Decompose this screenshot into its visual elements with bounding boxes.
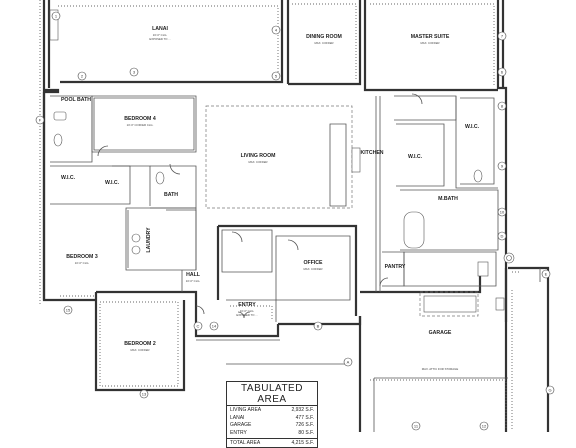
door-tag: 4: [275, 28, 278, 33]
door-tag: 8: [501, 104, 504, 109]
dotted-outlines: [39, 0, 520, 430]
dimension-marks: [196, 268, 541, 365]
fixtures: [49, 9, 515, 313]
door-tag: A: [347, 360, 350, 365]
label-office-dims: MAX. COFFER: [303, 267, 322, 271]
tabulated-area-table: TABULATED AREA LIVING AREA 2,932 S.F. LA…: [226, 381, 318, 448]
door-tag: 14: [212, 324, 217, 329]
door-tag: 1: [55, 14, 58, 19]
door-tag: 13: [142, 392, 147, 397]
label-kitchen: KITCHEN: [360, 150, 383, 156]
exterior-walls: [42, 0, 550, 432]
area-row-label: LANAI: [230, 414, 245, 421]
door-tag: 15: [66, 308, 71, 313]
label-hall-dims: 10'-0" CLG.: [186, 279, 201, 283]
label-m-bath: M.BATH: [438, 196, 458, 202]
door-tag: E: [545, 272, 548, 277]
label-entry: ENTRY: [238, 302, 256, 308]
area-row-value: 477 S.F.: [295, 414, 314, 421]
label-bath: BATH: [164, 192, 178, 198]
door-tag: 9: [501, 164, 504, 169]
area-total-row: TOTAL AREA 4,215 S.F.: [227, 438, 317, 447]
area-row: LIVING AREA 2,932 S.F.: [227, 406, 317, 414]
label-bedroom4-dims: 10'-0" COFFER CLG.: [127, 123, 154, 127]
room-labels: LANAI 16'-0" CLG. EXPOSED TO ... DINING …: [61, 26, 480, 371]
label-wic-master-1: W.I.C.: [408, 154, 423, 160]
label-entry-dims: 10'-0" CLG.: [240, 309, 255, 313]
area-total-label: TOTAL AREA: [230, 440, 261, 446]
area-row-label: ENTRY: [230, 429, 247, 436]
label-living-dims: MAX. COFFER: [248, 160, 267, 164]
door-tag: 12: [482, 424, 487, 429]
label-lanai-note: EXPOSED TO ...: [149, 37, 170, 41]
door-tag: 5: [275, 74, 278, 79]
label-office: OFFICE: [303, 260, 323, 266]
label-entry-note: EXPOSED TO ...: [236, 313, 257, 317]
door-tag: 7: [501, 34, 504, 39]
label-master-dims: MAX. COFFER: [420, 41, 439, 45]
door-swings: [97, 93, 423, 319]
label-pool-bath: POOL BATH: [61, 97, 91, 103]
tabulated-area-title: TABULATED AREA: [227, 382, 317, 406]
area-total-value: 4,215 S.F.: [291, 440, 314, 446]
door-tag: 11: [414, 424, 419, 429]
label-bedroom2-dims: MAX. COFFER: [130, 348, 149, 352]
door-tag: 6: [501, 70, 504, 75]
label-garage: GARAGE: [429, 330, 452, 336]
label-wic-bedroom3: W.I.C.: [61, 175, 76, 181]
area-row: GARAGE 726 S.F.: [227, 421, 317, 429]
label-garage-dims: MAX. ATTIC FOR STORAGE: [422, 367, 459, 371]
label-laundry: LAUNDRY: [146, 227, 152, 253]
door-tag: F: [39, 118, 42, 123]
label-lanai-dims: 16'-0" CLG.: [153, 33, 168, 37]
door-tag: D: [501, 234, 504, 239]
label-bedroom-4: BEDROOM 4: [124, 116, 156, 122]
door-tag: G: [548, 388, 551, 393]
door-tags: 4 2 3 5 6 7 8 9 10 D E F 1 15 13 C 14 B …: [35, 11, 555, 431]
label-bedroom3-dims: 10'-0" CLG.: [75, 261, 90, 265]
label-living-room: LIVING ROOM: [241, 153, 276, 159]
door-tag: C: [197, 324, 200, 329]
door-tag: 10: [500, 210, 505, 215]
area-row-label: LIVING AREA: [230, 407, 262, 413]
area-row-label: GARAGE: [230, 422, 252, 428]
label-pantry: PANTRY: [385, 264, 406, 270]
door-tag: 2: [81, 74, 84, 79]
area-row: ENTRY 80 S.F.: [227, 429, 317, 437]
label-dining-dims: MAX. COFFER: [314, 41, 333, 45]
area-row-value: 726 S.F.: [295, 422, 314, 428]
label-bedroom-2: BEDROOM 2: [124, 341, 156, 347]
label-wic-master-2: W.I.C.: [465, 124, 480, 130]
floor-plan: LANAI 16'-0" CLG. EXPOSED TO ... DINING …: [35, 0, 555, 432]
label-lanai: LANAI: [152, 26, 168, 32]
area-row-value: 80 S.F.: [298, 429, 314, 436]
label-bedroom-3: BEDROOM 3: [66, 254, 98, 260]
area-row: LANAI 477 S.F.: [227, 414, 317, 422]
area-row-value: 2,932 S.F.: [291, 407, 314, 413]
door-tag: B: [317, 324, 320, 329]
label-master-suite: MASTER SUITE: [411, 34, 450, 40]
door-tag: 3: [133, 70, 136, 75]
interior-walls: [50, 95, 508, 432]
label-wic-bedroom4: W.I.C.: [105, 180, 120, 186]
label-dining-room: DINING ROOM: [306, 34, 342, 40]
label-hall: HALL: [186, 272, 201, 278]
